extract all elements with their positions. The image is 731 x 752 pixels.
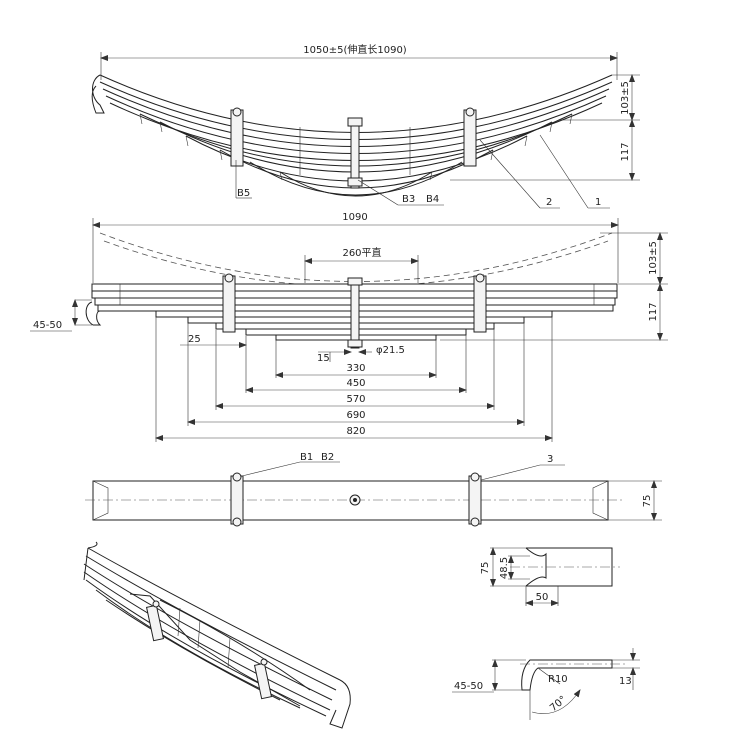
- dim-15-label: 15: [317, 353, 330, 364]
- overall-length-label: 1050±5(伸直长1090): [303, 43, 407, 56]
- detail-45-50-label: 45-50: [454, 681, 483, 692]
- callout-b5: B5: [237, 188, 250, 199]
- callout-b4: B4: [426, 194, 439, 205]
- mid-arc-height-label: 103±5: [648, 241, 659, 275]
- dim-dia-label: φ21.5: [376, 345, 405, 356]
- detail-48-5-label: 48.5: [499, 557, 510, 579]
- dim-690-label: 690: [346, 410, 365, 421]
- callout-b1: B1: [300, 452, 313, 463]
- mid-height-label: 117: [648, 302, 659, 321]
- callout-1: 1: [595, 197, 601, 208]
- straight-spring-view: 1090 260平直 1: [30, 212, 668, 442]
- isometric-sketch: [83, 541, 351, 729]
- eye-bend-detail: 45-50 R10 70° 13: [452, 648, 640, 720]
- dim-570-label: 570: [346, 394, 365, 405]
- callout-3: 3: [547, 454, 553, 465]
- dim-25-label: 25: [188, 334, 201, 345]
- clip-right: [463, 109, 477, 167]
- detail-R10-label: R10: [548, 674, 568, 685]
- curved-spring-eye: [91, 74, 105, 114]
- straight-length-label: 1090: [342, 212, 367, 223]
- detail-70-label: 70°: [548, 694, 569, 714]
- top-height-label: 117: [620, 142, 631, 161]
- detail-13-label: 13: [619, 676, 632, 687]
- dim-820-label: 820: [346, 426, 365, 437]
- plan-view: 75 B1 B2 3: [85, 452, 662, 527]
- detail-75-label: 75: [480, 562, 491, 575]
- dim-450-label: 450: [346, 378, 365, 389]
- straight-spring-eye: [85, 301, 102, 326]
- plan-width-label: 75: [642, 495, 653, 508]
- callout-2: 2: [546, 197, 552, 208]
- callout-b3: B3: [402, 194, 415, 205]
- eye-angle-label: 45-50: [33, 320, 62, 331]
- curved-spring-view: 1050±5(伸直长1090): [91, 43, 640, 209]
- end-taper-detail: 75 48.5 50: [480, 547, 620, 606]
- flat-260-label: 260平直: [342, 246, 381, 259]
- callout-b2: B2: [321, 452, 334, 463]
- detail-50-label: 50: [536, 592, 549, 603]
- top-arc-height-label: 103±5: [620, 81, 631, 115]
- dim-330-label: 330: [346, 363, 365, 374]
- clip-left: [230, 109, 244, 167]
